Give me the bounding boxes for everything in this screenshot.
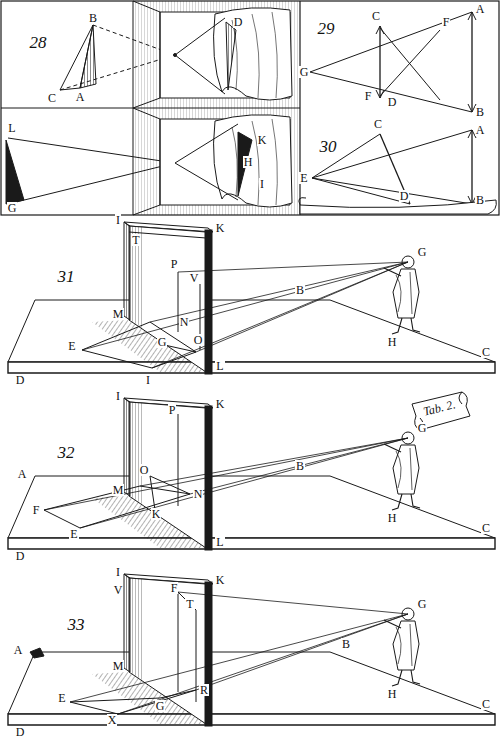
point-label: L [7, 122, 16, 134]
point-label: I [145, 374, 151, 386]
point-label: H [387, 336, 398, 348]
point-label: E [67, 340, 76, 352]
point-label: L [215, 360, 224, 372]
figure-number: 29 [317, 20, 336, 37]
point-label: O [139, 464, 150, 476]
point-label: I [259, 178, 265, 190]
point-label: F [170, 582, 179, 594]
point-label: F [364, 90, 373, 102]
point-label: E [57, 692, 66, 704]
point-label: C [481, 698, 491, 710]
point-label: D [387, 96, 398, 108]
point-label: I [115, 566, 121, 578]
point-label: H [387, 512, 398, 524]
point-label: E [299, 172, 308, 184]
point-label: V [189, 272, 200, 284]
point-label: L [215, 536, 224, 548]
point-label: T [131, 234, 140, 246]
point-label: A [17, 468, 28, 480]
point-label: O [193, 334, 204, 346]
figure-number: 28 [29, 34, 48, 51]
point-label: B [88, 12, 98, 24]
point-label: X [107, 714, 118, 726]
point-label: C [481, 346, 491, 358]
point-label: I [115, 214, 121, 226]
point-label: D [233, 16, 244, 28]
point-label: M [112, 484, 125, 496]
plate-label: Tab. 2. [421, 398, 457, 418]
point-label: K [257, 134, 268, 146]
point-label: F [32, 504, 41, 516]
point-label: V [113, 584, 124, 596]
point-label: M [112, 308, 125, 320]
point-label: B [341, 638, 351, 650]
point-label: H [243, 156, 254, 168]
point-label: B [295, 460, 305, 472]
point-label: G [417, 598, 428, 610]
point-label: B [475, 194, 485, 206]
point-label: B [475, 106, 485, 118]
point-label: G [155, 700, 166, 712]
point-label: C [373, 118, 383, 130]
point-label: G [7, 202, 18, 214]
point-label: A [475, 3, 486, 15]
point-label: K [215, 574, 226, 586]
point-label: D [399, 190, 410, 202]
point-label: C [47, 92, 57, 104]
point-label: M [112, 660, 125, 672]
point-label: C [371, 10, 381, 22]
point-label: N [193, 488, 204, 500]
point-label: H [387, 688, 398, 700]
point-label: D [15, 550, 26, 562]
point-label: K [215, 222, 226, 234]
point-label: B [295, 284, 305, 296]
point-label: D [15, 726, 26, 738]
figure-number: 31 [57, 268, 76, 285]
point-label: A [475, 124, 486, 136]
point-label: A [75, 91, 86, 103]
point-label: K [151, 508, 162, 520]
point-label: I [115, 390, 121, 402]
point-label: D [15, 374, 26, 386]
figure-number: 32 [57, 444, 76, 461]
point-label: T [185, 598, 194, 610]
point-label: A [13, 644, 24, 656]
point-label: N [179, 316, 190, 328]
point-label: G [299, 66, 310, 78]
point-label: G [417, 422, 428, 434]
point-label: P [168, 404, 177, 416]
point-label: K [215, 398, 226, 410]
point-label: E [69, 528, 78, 540]
point-label: F [442, 16, 451, 28]
figure-number: 30 [319, 138, 338, 155]
point-label: G [417, 246, 428, 258]
point-label: R [199, 684, 209, 696]
figure-number: 33 [67, 616, 86, 633]
point-label: C [481, 522, 491, 534]
point-label: G [157, 336, 168, 348]
point-label: P [170, 258, 179, 270]
